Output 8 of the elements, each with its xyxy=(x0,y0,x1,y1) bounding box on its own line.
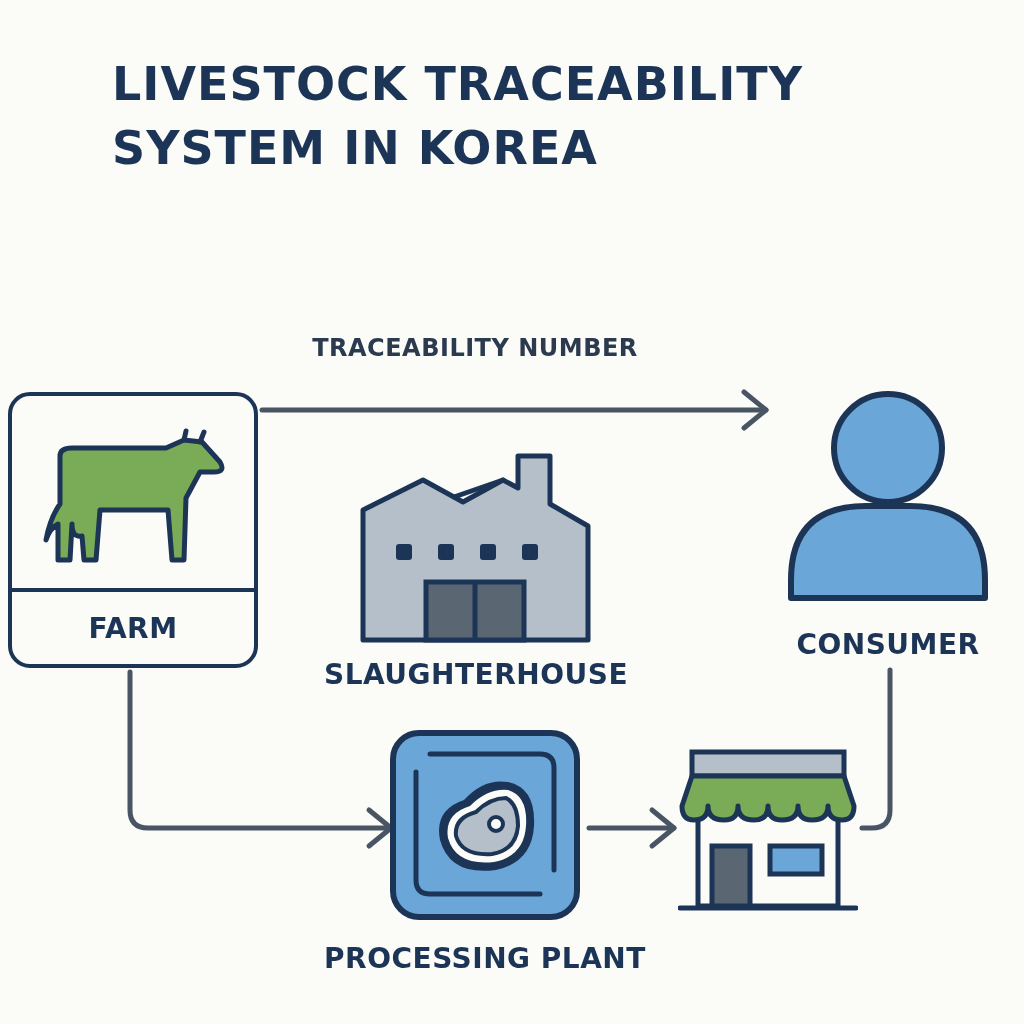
farm-card xyxy=(8,392,258,668)
arrow xyxy=(586,807,677,849)
arrow xyxy=(259,389,769,431)
node-label: FARM xyxy=(88,612,178,646)
node-label: PROCESSING PLANT xyxy=(324,942,646,976)
title: LIVESTOCK TRACEABILITY SYSTEM IN KOREA xyxy=(112,56,804,177)
node-label: SLAUGHTERHOUSE xyxy=(324,658,628,692)
node-label: CONSUMER xyxy=(796,628,980,662)
